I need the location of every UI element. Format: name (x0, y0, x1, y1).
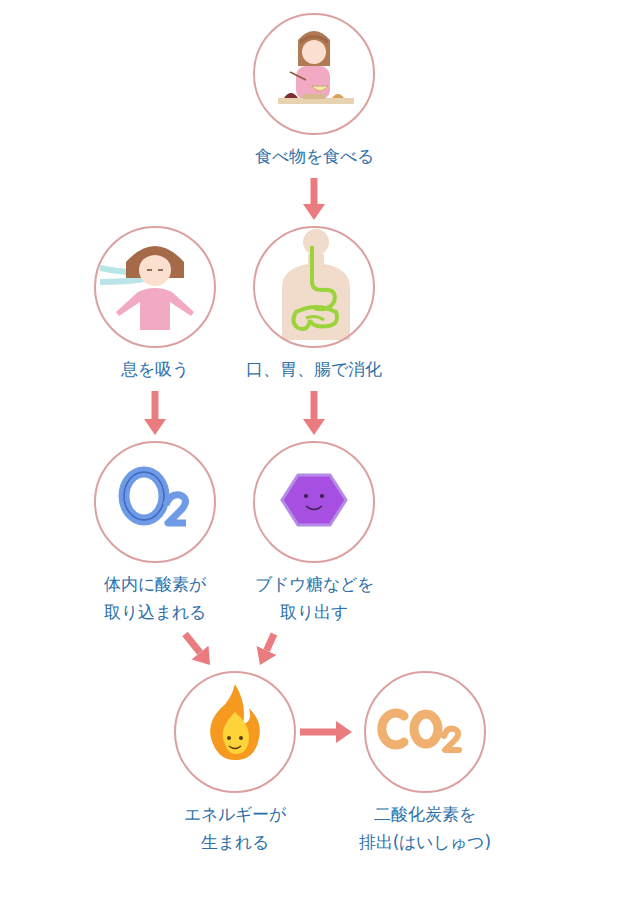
breathing-girl (100, 246, 194, 330)
carbon-dioxide-symbol (382, 713, 459, 750)
circle-border (175, 672, 295, 792)
circle-border (95, 227, 215, 347)
flow-arrow (300, 729, 336, 736)
node-label: 息を吸う (90, 355, 220, 383)
flow-arrow (311, 178, 318, 204)
circle-border (365, 672, 485, 792)
process-circle: ブドウ糖などを 取り出す (239, 440, 389, 626)
node-label: ブドウ糖などを 取り出す (239, 570, 389, 626)
circle-outline (363, 670, 487, 794)
circle-border (254, 14, 374, 134)
process-circle: 二酸化炭素を 排出(はいしゅつ) (355, 670, 495, 856)
energy-flame (210, 684, 260, 760)
node-label: 体内に酸素が 取り込まれる (80, 570, 230, 626)
flow-arrow (185, 634, 200, 653)
process-circle: 食べ物を食べる (239, 12, 389, 170)
node-label: 食べ物を食べる (239, 142, 389, 170)
circle-border (254, 227, 374, 347)
flow-arrow (311, 391, 318, 419)
process-circle: エネルギーが 生まれる (173, 670, 297, 856)
circle-outline (252, 440, 376, 564)
circle-outline (93, 225, 217, 349)
process-circle: 体内に酸素が 取り込まれる (80, 440, 230, 626)
circle-outline (93, 440, 217, 564)
flow-arrow (152, 391, 159, 419)
node-label: 口、胃、腸で消化 (239, 355, 389, 383)
node-label: エネルギーが 生まれる (173, 800, 297, 856)
circle-border (95, 442, 215, 562)
circle-outline (173, 670, 297, 794)
digestive-body (282, 229, 350, 340)
circle-border (254, 442, 374, 562)
oxygen-symbol (124, 472, 186, 523)
eating-girl (278, 31, 354, 104)
flow-arrow (267, 634, 274, 650)
process-circle: 口、胃、腸で消化 (239, 225, 389, 383)
process-circle: 息を吸う (90, 225, 220, 383)
circle-outline (252, 12, 376, 136)
node-label: 二酸化炭素を 排出(はいしゅつ) (355, 800, 495, 856)
glucose-hexagon (282, 475, 346, 525)
circle-outline (252, 225, 376, 349)
